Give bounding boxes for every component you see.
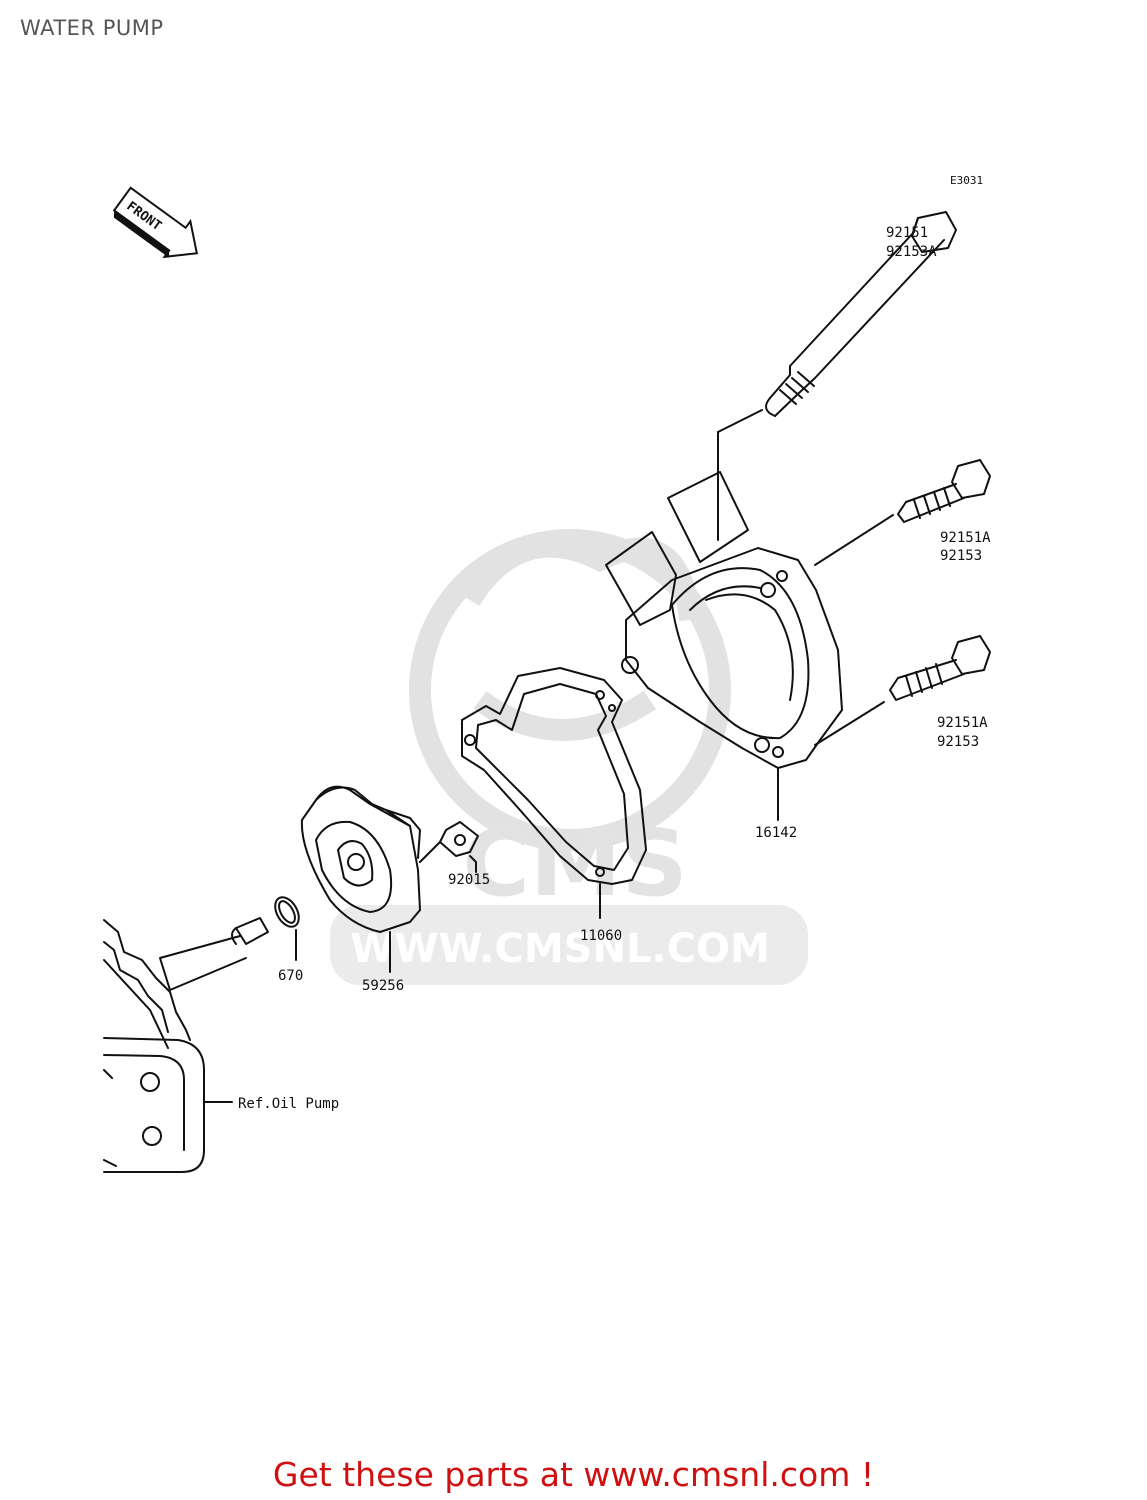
part-number-92151a-upper: 92151A (940, 530, 991, 546)
footer-shop-link[interactable]: Get these parts at www.cmsnl.com ! (272, 1455, 875, 1494)
long-bolt (717, 211, 957, 541)
upper-bolt (814, 459, 991, 566)
o-ring (274, 896, 300, 961)
part-number-92015: 92015 (448, 872, 490, 888)
gasket (461, 667, 647, 919)
part-number-92153-lower: 92153 (937, 734, 979, 750)
watermark-logo: CMS (462, 810, 687, 917)
pump-shaft (159, 917, 269, 991)
page-title: WATER PUMP (20, 16, 164, 40)
washer (419, 821, 479, 873)
oil-pump-gear (103, 919, 233, 1173)
part-number-92153-upper: 92153 (940, 548, 982, 564)
part-number-92151: 92151 (886, 225, 928, 241)
part-number-670: 670 (278, 968, 303, 984)
lower-bolt (814, 635, 991, 746)
part-number-92151a-lower: 92151A (937, 715, 988, 731)
part-labels: 92151 92153A 92151A 92153 92151A 92153 1… (238, 225, 991, 1112)
impeller (300, 785, 421, 973)
pump-cover (605, 471, 843, 821)
front-arrow-icon: FRONT (112, 186, 199, 259)
part-number-59256: 59256 (362, 978, 404, 994)
diagram-code: E3031 (950, 174, 983, 187)
part-number-16142: 16142 (755, 825, 797, 841)
part-number-92153a: 92153A (886, 244, 937, 260)
watermark-badge: CMS WWW.CMSNL.COM (330, 810, 808, 985)
part-number-11060: 11060 (580, 928, 622, 944)
reference-oil-pump-label: Ref.Oil Pump (238, 1096, 339, 1112)
watermark-url: WWW.CMSNL.COM (350, 926, 770, 972)
